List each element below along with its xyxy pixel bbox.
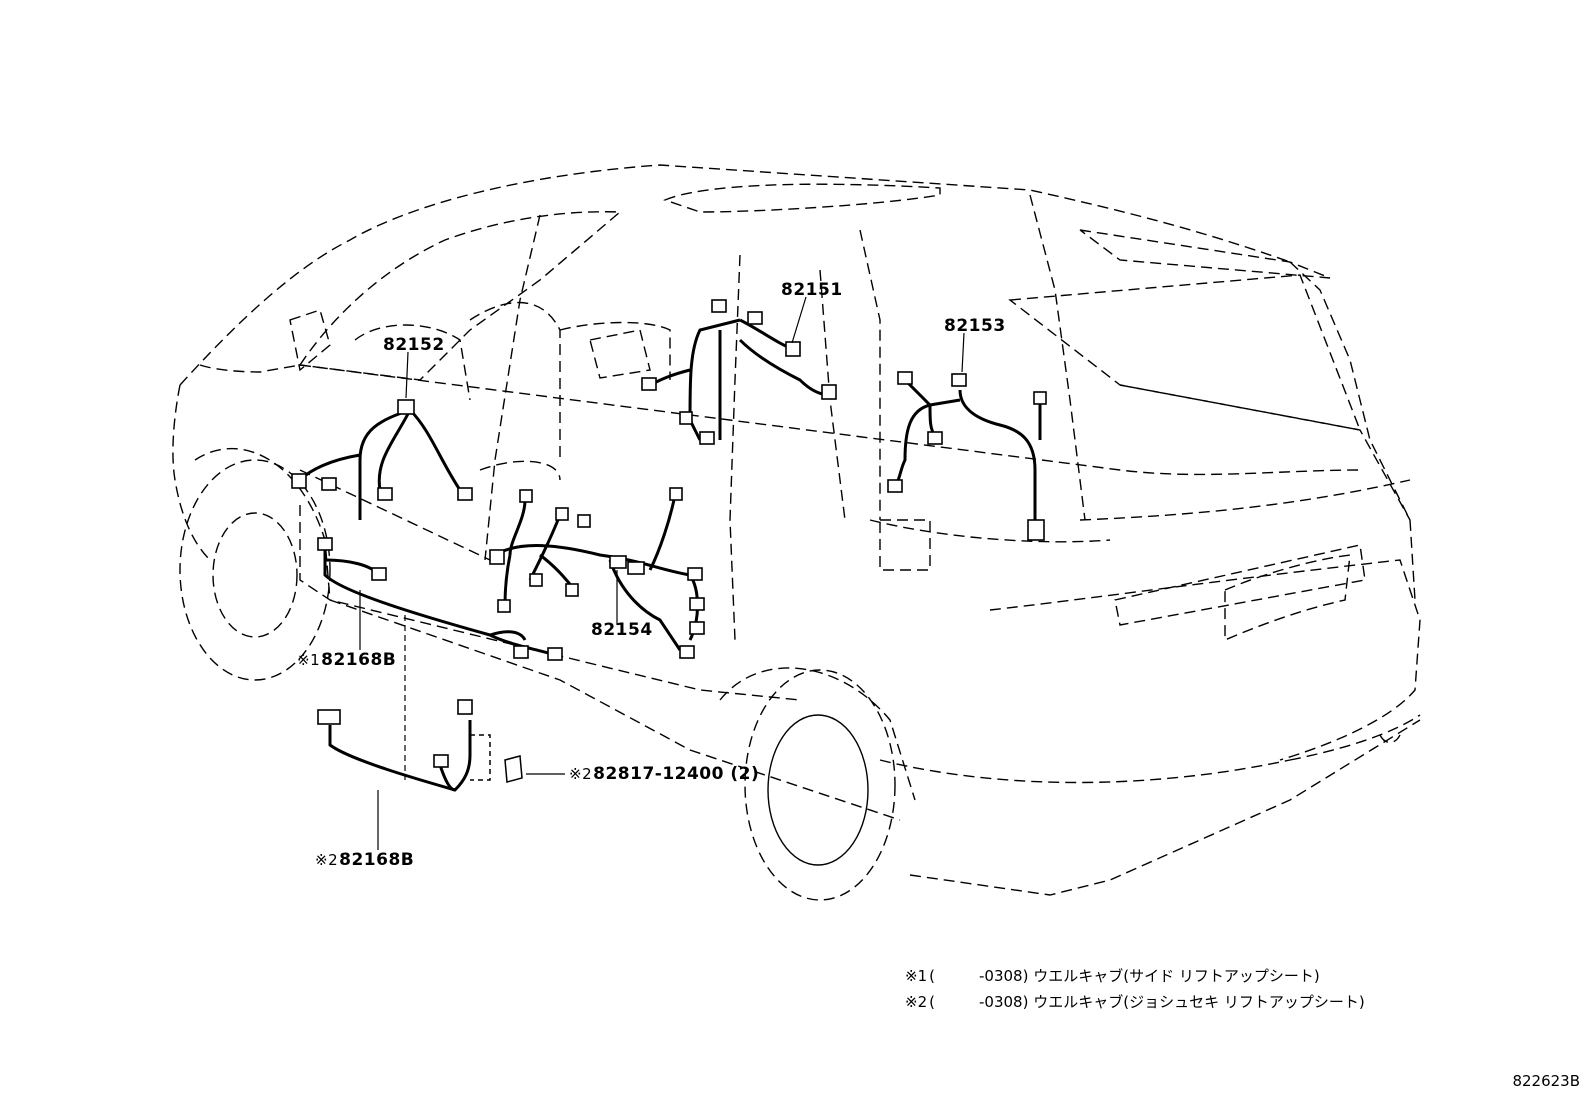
part-quantity: (2) — [730, 764, 760, 784]
footnote-text: ウエルキャブ(サイド リフトアップシート) — [1033, 967, 1320, 985]
wire-harness-82153 — [893, 378, 1042, 540]
footnote-2: ※2( -0308) ウエルキャブ(ジョシュセキ リフトアップシート) — [905, 995, 1365, 1010]
part-label-82154[interactable]: 82154 — [591, 620, 653, 640]
wire-harness-82168b-variant — [328, 720, 472, 792]
footnote-code: -0308) — [978, 967, 1029, 985]
part-label-82817[interactable]: ※282817-12400 (2) — [569, 766, 759, 783]
front-wheel — [179, 447, 331, 681]
part-label-82168b-variant2[interactable]: ※282168B — [315, 852, 414, 869]
footnote-open-paren: ( — [929, 993, 935, 1011]
vehicle-body-outline — [172, 164, 1421, 896]
leader-lines — [359, 296, 965, 850]
part-number: 82168B — [339, 850, 415, 870]
footnote-code: -0308) — [978, 993, 1029, 1011]
variant-mark: ※2 — [315, 851, 339, 869]
footnote-1: ※1( -0308) ウエルキャブ(サイド リフトアップシート) — [905, 969, 1320, 984]
part-label-82168b-variant1[interactable]: ※182168B — [297, 652, 396, 669]
part-label-82151[interactable]: 82151 — [781, 280, 843, 300]
footnote-mark: ※1 — [905, 967, 928, 985]
part-label-82153[interactable]: 82153 — [944, 316, 1006, 336]
footnote-open-paren: ( — [929, 967, 935, 985]
wire-harness-82152 — [298, 408, 462, 520]
variant-mark: ※2 — [569, 765, 593, 783]
footnote-mark: ※2 — [905, 993, 928, 1011]
part-label-82152[interactable]: 82152 — [383, 335, 445, 355]
footnote-text: ウエルキャブ(ジョシュセキ リフトアップシート) — [1033, 993, 1365, 1011]
wire-harness-82152-connectors — [291, 399, 473, 501]
part-number: 82817-12400 — [593, 764, 724, 784]
diagram-id: 822623B — [1512, 1072, 1580, 1090]
rear-wheel — [719, 667, 916, 901]
clip-82817 — [470, 734, 523, 783]
variant-mark: ※1 — [297, 651, 321, 669]
part-number: 82168B — [321, 650, 397, 670]
